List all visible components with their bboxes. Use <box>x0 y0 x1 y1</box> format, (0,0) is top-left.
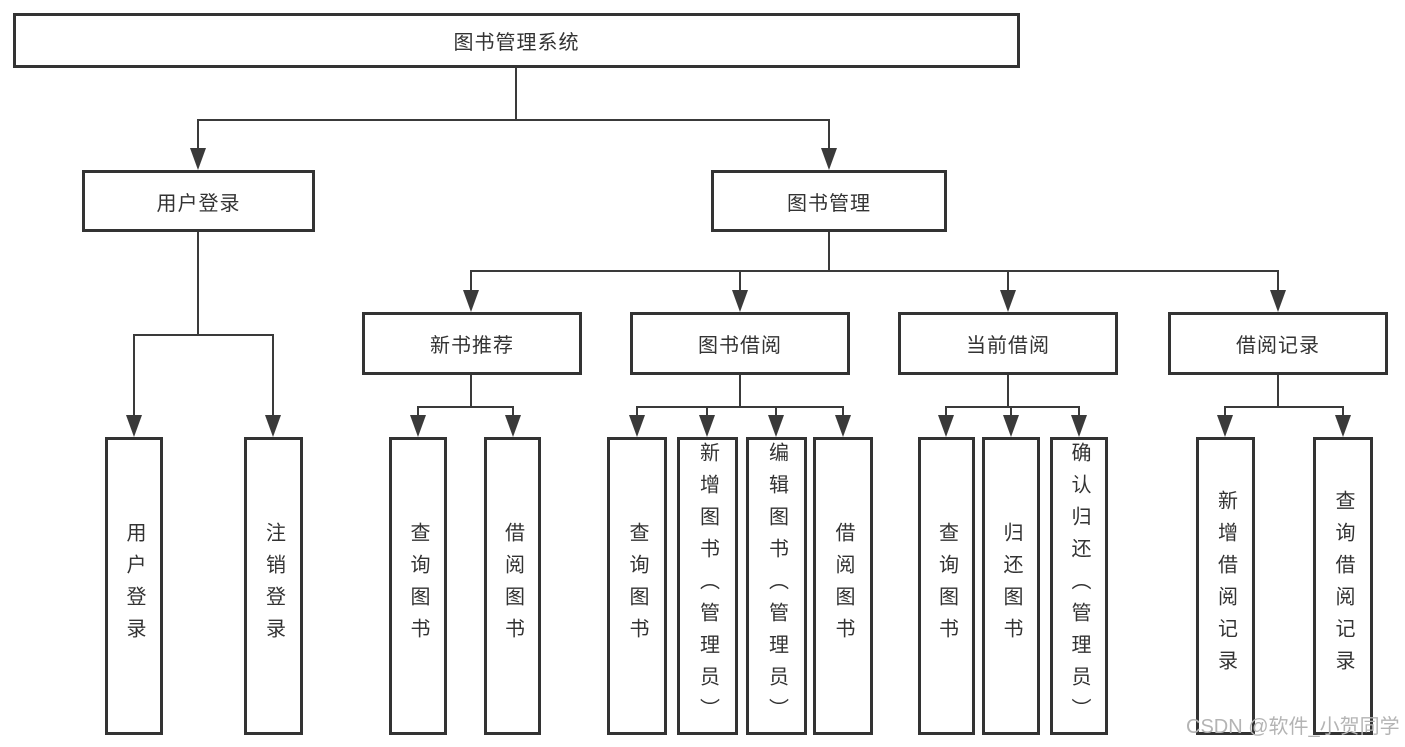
connector-line <box>1078 406 1080 417</box>
leaf-query-books-recommendation: 查询图书 <box>389 437 447 735</box>
arrow-down-icon <box>835 415 851 437</box>
arrow-down-icon <box>265 415 281 437</box>
connector-line <box>775 406 777 417</box>
leaf-query-borrowing-record: 查询借阅记录 <box>1313 437 1373 735</box>
arrow-down-icon <box>1270 290 1286 312</box>
node-label: 查询图书 <box>935 522 958 650</box>
connector-line <box>828 232 830 272</box>
connector-line <box>842 406 844 417</box>
leaf-logout: 注销登录 <box>244 437 303 735</box>
arrow-down-icon <box>126 415 142 437</box>
node-label: 注销登录 <box>262 522 285 650</box>
connector-line <box>739 270 741 292</box>
node-label: 查询图书 <box>407 522 429 650</box>
node-label: 借阅图书 <box>832 522 854 650</box>
connector-line <box>739 375 741 408</box>
connector-line <box>515 68 517 121</box>
node-label: 归还图书 <box>1000 522 1022 650</box>
leaf-edit-books-admin: 编辑图书（管理员） <box>746 437 807 735</box>
connector-line <box>945 406 947 417</box>
node-new-book-recommendation: 新书推荐 <box>362 312 582 375</box>
node-label: 用户登录 <box>123 522 145 650</box>
connector-line <box>133 334 274 336</box>
connector-line <box>197 232 199 336</box>
arrow-down-icon <box>463 290 479 312</box>
leaf-user-login: 用户登录 <box>105 437 163 735</box>
arrow-down-icon <box>1000 290 1016 312</box>
connector-line <box>1277 270 1279 292</box>
connector-line <box>133 334 135 416</box>
arrow-down-icon <box>629 415 645 437</box>
node-label: 查询借阅记录 <box>1332 490 1354 682</box>
node-label: 借阅图书 <box>501 522 524 650</box>
node-library-management-system: 图书管理系统 <box>13 13 1020 68</box>
node-user-login: 用户登录 <box>82 170 315 232</box>
connector-line <box>1010 406 1012 417</box>
arrow-down-icon <box>505 415 521 437</box>
leaf-add-borrowing-record: 新增借阅记录 <box>1196 437 1255 735</box>
connector-line <box>1342 406 1344 417</box>
leaf-add-books-admin: 新增图书（管理员） <box>677 437 738 735</box>
node-label: 图书借阅 <box>698 335 782 357</box>
connector-line <box>470 270 1278 272</box>
node-label: 图书管理 <box>787 192 871 215</box>
connector-line <box>1224 406 1344 408</box>
node-borrowing-records: 借阅记录 <box>1168 312 1388 375</box>
connector-line <box>197 119 199 150</box>
connector-line <box>197 119 830 121</box>
node-label: 新增借阅记录 <box>1214 490 1237 682</box>
arrow-down-icon <box>1217 415 1233 437</box>
leaf-borrow-books-borrowing: 借阅图书 <box>813 437 873 735</box>
arrow-down-icon <box>1003 415 1019 437</box>
connector-line <box>945 406 1079 408</box>
node-label: 借阅记录 <box>1236 335 1320 357</box>
leaf-return-books: 归还图书 <box>982 437 1040 735</box>
connector-line <box>470 375 472 408</box>
node-label: 新书推荐 <box>430 335 514 357</box>
leaf-query-books-borrowing: 查询图书 <box>607 437 667 735</box>
node-book-management: 图书管理 <box>711 170 947 232</box>
connector-line <box>1224 406 1226 417</box>
connector-line <box>636 406 638 417</box>
node-label: 新增图书（管理员） <box>696 442 719 730</box>
connector-line <box>512 406 514 417</box>
leaf-query-books-current: 查询图书 <box>918 437 975 735</box>
arrow-down-icon <box>732 290 748 312</box>
connector-line <box>1277 375 1279 408</box>
arrow-down-icon <box>938 415 954 437</box>
connector-line <box>1007 270 1009 292</box>
connector-line <box>417 406 419 417</box>
connector-line <box>272 334 274 416</box>
arrow-down-icon <box>1335 415 1351 437</box>
node-label: 用户登录 <box>156 192 241 215</box>
arrow-down-icon <box>1071 415 1087 437</box>
node-label: 查询图书 <box>626 522 648 650</box>
csdn-watermark: CSDN @软件_小贺同学 <box>1186 716 1400 738</box>
node-book-borrowing: 图书借阅 <box>630 312 850 375</box>
arrow-down-icon <box>190 148 206 170</box>
node-label: 当前借阅 <box>966 335 1050 357</box>
connector-line <box>1007 375 1009 408</box>
connector-line <box>706 406 708 417</box>
node-label: 编辑图书（管理员） <box>765 442 788 730</box>
connector-line <box>828 119 830 150</box>
node-label: 图书管理系统 <box>453 32 580 54</box>
arrow-down-icon <box>768 415 784 437</box>
node-label: 确认归还（管理员） <box>1068 442 1090 730</box>
connector-line <box>470 270 472 292</box>
arrow-down-icon <box>821 148 837 170</box>
leaf-borrow-books-recommendation: 借阅图书 <box>484 437 541 735</box>
leaf-confirm-return-admin: 确认归还（管理员） <box>1050 437 1108 735</box>
connector-line <box>417 406 513 408</box>
arrow-down-icon <box>699 415 715 437</box>
arrow-down-icon <box>410 415 426 437</box>
node-current-borrowing: 当前借阅 <box>898 312 1118 375</box>
connector-line <box>636 406 843 408</box>
